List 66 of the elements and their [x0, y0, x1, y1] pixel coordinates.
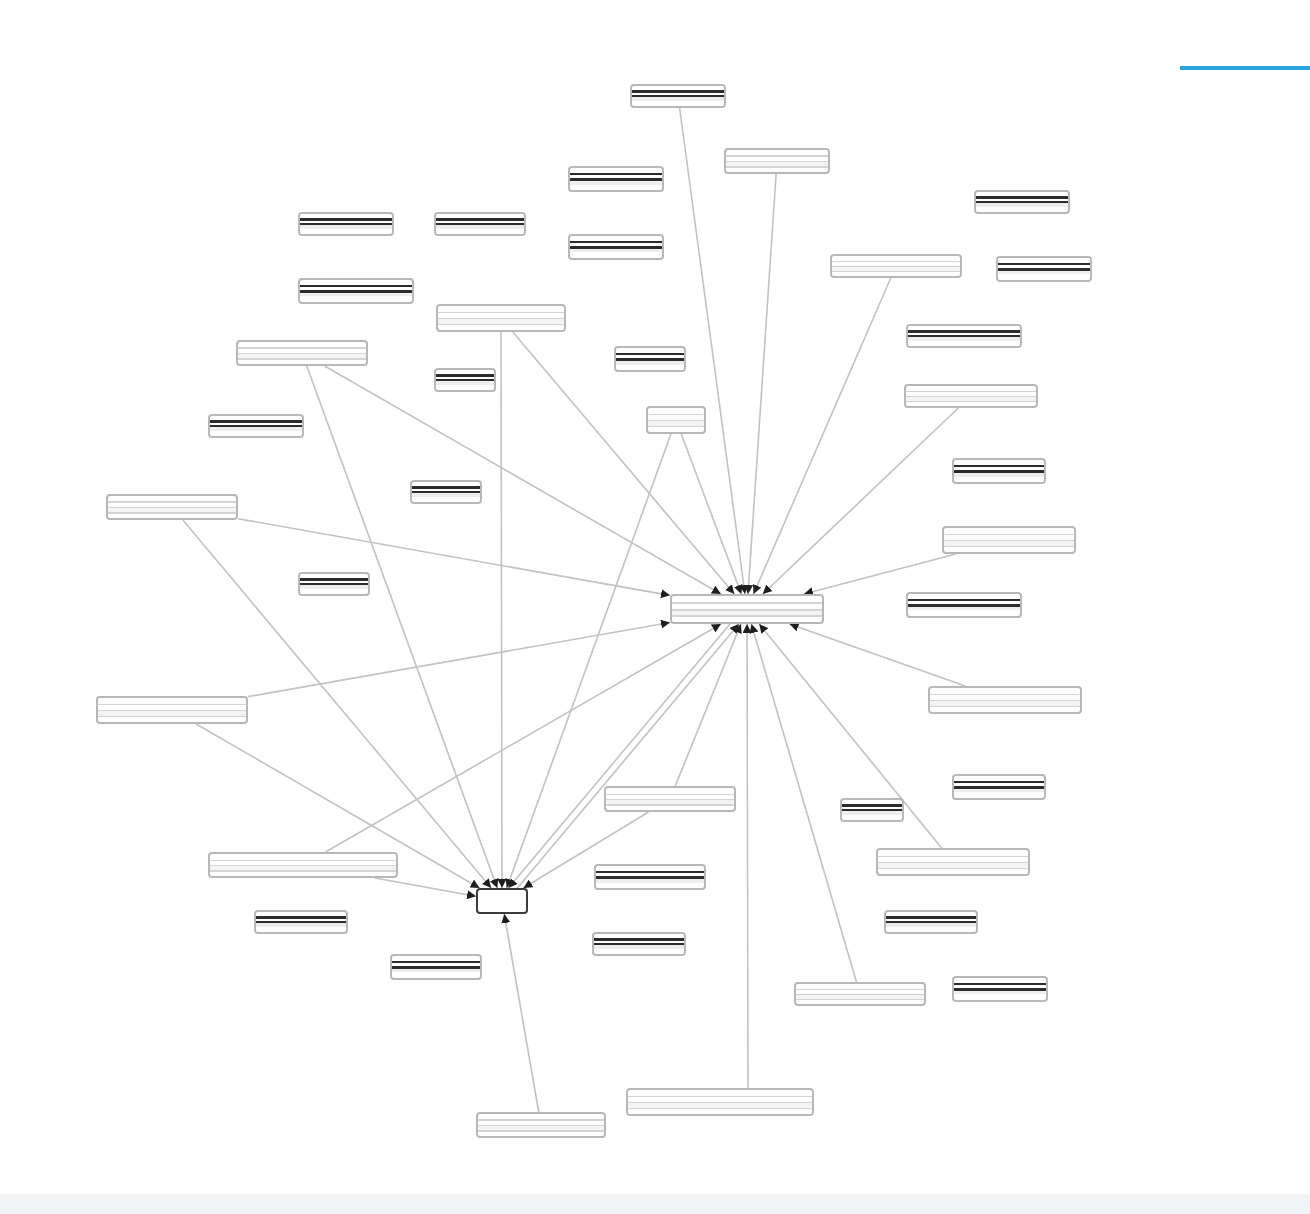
striped-record-card	[974, 190, 1070, 214]
striped-record-card	[614, 346, 686, 372]
striped-record-card	[996, 256, 1092, 282]
connector-arrow	[497, 331, 507, 889]
record-card	[436, 304, 566, 332]
record-card	[236, 340, 368, 366]
record-card	[604, 786, 736, 812]
connector-arrow	[742, 623, 752, 1089]
striped-record-card	[208, 414, 304, 438]
record-card	[876, 848, 1030, 876]
striped-record-card	[434, 368, 496, 392]
striped-record-card	[410, 480, 482, 504]
connector-arrow	[758, 623, 943, 849]
striped-record-card	[298, 572, 370, 596]
connector-arrow	[788, 622, 967, 687]
connector-arrow	[512, 331, 736, 595]
connector-arrow	[749, 623, 858, 983]
record-card	[106, 494, 238, 520]
striped-record-card	[594, 864, 706, 890]
connector-arrow	[323, 365, 722, 595]
connector-arrow	[678, 107, 749, 595]
striped-record-card	[952, 458, 1046, 484]
record-card	[96, 696, 248, 724]
connector-arrow	[762, 407, 960, 595]
connector-arrow	[305, 365, 499, 889]
connector-arrow	[522, 811, 650, 889]
striped-record-card	[952, 774, 1046, 800]
connector-arrow	[744, 173, 777, 595]
record-card	[904, 384, 1038, 408]
striped-record-card	[884, 910, 978, 934]
connector-arrow	[803, 553, 957, 597]
connector-arrow	[680, 433, 743, 595]
connector-arrow	[501, 913, 540, 1113]
connector-arrow	[237, 517, 671, 599]
connector-arrow	[182, 519, 492, 889]
striped-record-card	[568, 166, 664, 192]
record-card	[830, 254, 962, 278]
connector-arrow	[505, 433, 672, 889]
record-card	[208, 852, 398, 878]
connector-arrow	[674, 623, 742, 787]
hub-card	[670, 594, 824, 624]
record-card	[794, 982, 926, 1006]
striped-record-card	[568, 234, 664, 260]
connector-arrow	[324, 623, 722, 853]
connector-arrow	[374, 877, 477, 900]
record-card	[646, 406, 706, 434]
record-card	[626, 1088, 814, 1116]
striped-record-card	[906, 592, 1022, 618]
striped-record-card	[630, 84, 726, 108]
striped-record-card	[840, 798, 904, 822]
record-card	[928, 686, 1082, 714]
striped-record-card	[298, 212, 394, 236]
record-card	[724, 148, 830, 174]
striped-record-card	[254, 910, 348, 934]
connector-arrow	[247, 619, 671, 698]
striped-record-card	[592, 932, 686, 956]
connector-arrow	[752, 277, 892, 595]
connector-arrow	[195, 723, 481, 889]
striped-record-card	[390, 954, 482, 980]
striped-record-card	[298, 278, 414, 304]
striped-record-card	[434, 212, 526, 236]
striped-record-card	[952, 976, 1048, 1002]
record-card	[476, 1112, 606, 1138]
striped-record-card	[906, 324, 1022, 348]
record-card	[942, 526, 1076, 554]
hub-card	[476, 888, 528, 914]
